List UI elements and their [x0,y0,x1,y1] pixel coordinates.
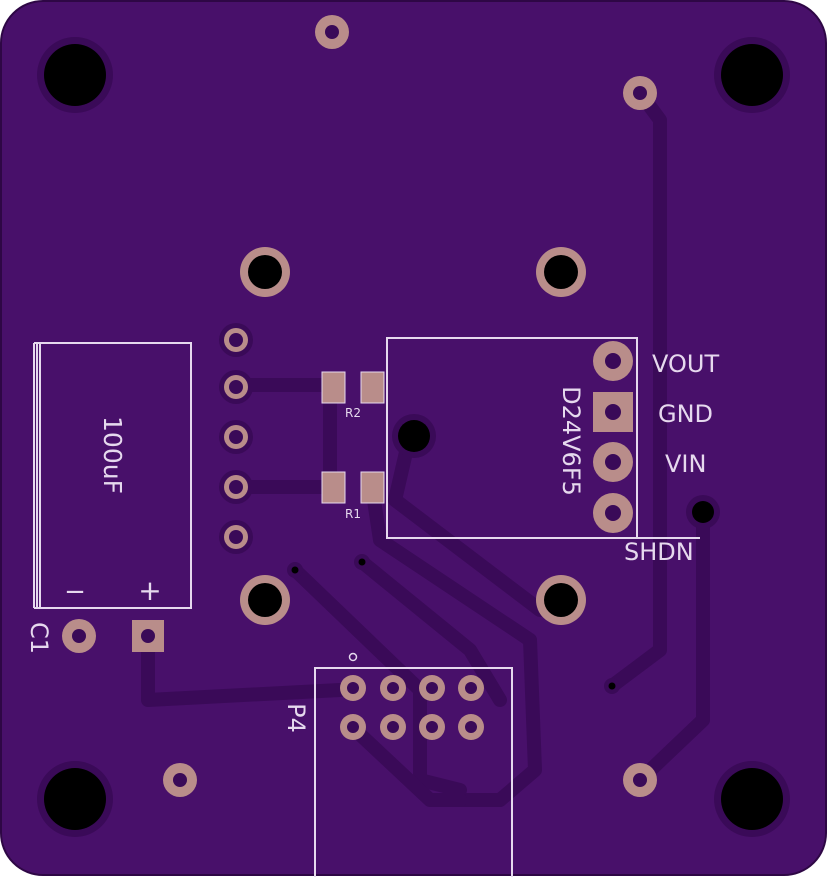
r1-pad-left [321,471,346,504]
capacitor-c1: 100uF − + C1 [25,342,192,654]
trace-header-c [343,718,467,807]
pin-gnd-label: GND [658,400,713,428]
r1-pad-right [360,471,385,504]
header-pin [347,721,359,733]
trace-header-b [355,555,507,707]
plated-holes [240,247,586,625]
header-p4: P4 [282,652,513,877]
capacitor-value-label: 100uF [98,416,127,494]
capacitor-minus-label: − [64,577,86,607]
resistor-pads [321,371,385,504]
header-pin [465,682,477,694]
left-header-pads [219,323,253,554]
trace-regulator-b [388,428,547,617]
pin-vin-label: VIN [665,450,706,478]
header-pin [347,682,359,694]
header-pin [465,721,477,733]
trace-cap-plus [141,629,347,707]
r2-pad-right [360,371,385,404]
trace-shdn [633,505,710,787]
pin-vout-label: VOUT [652,350,719,378]
capacitor-ref-label: C1 [25,622,53,654]
header-pin [426,721,438,733]
r2-pad-left [321,371,346,404]
regulator-part-label: D24V6F5 [557,386,585,496]
regulator-module: D24V6F5 VOUT GND VIN SHDN [386,337,719,566]
capacitor-plus-label: + [138,574,161,607]
resistor-r2-label: R2 [345,406,361,420]
trace-regulator-a [365,480,542,807]
header-pin [387,682,399,694]
header-pin [426,682,438,694]
header-outline [314,667,513,877]
vias [287,554,620,694]
resistor-r1-label: R1 [345,507,361,521]
header-ref-label: P4 [282,703,310,733]
pin-shdn-label: SHDN [624,538,694,566]
mounting-holes [37,37,790,837]
capacitor-outline [39,342,192,609]
regulator-outline [386,337,638,539]
header-pin1-marker [348,652,358,662]
trace-header-a [288,563,467,797]
single-pads [163,15,720,797]
header-pin [387,721,399,733]
